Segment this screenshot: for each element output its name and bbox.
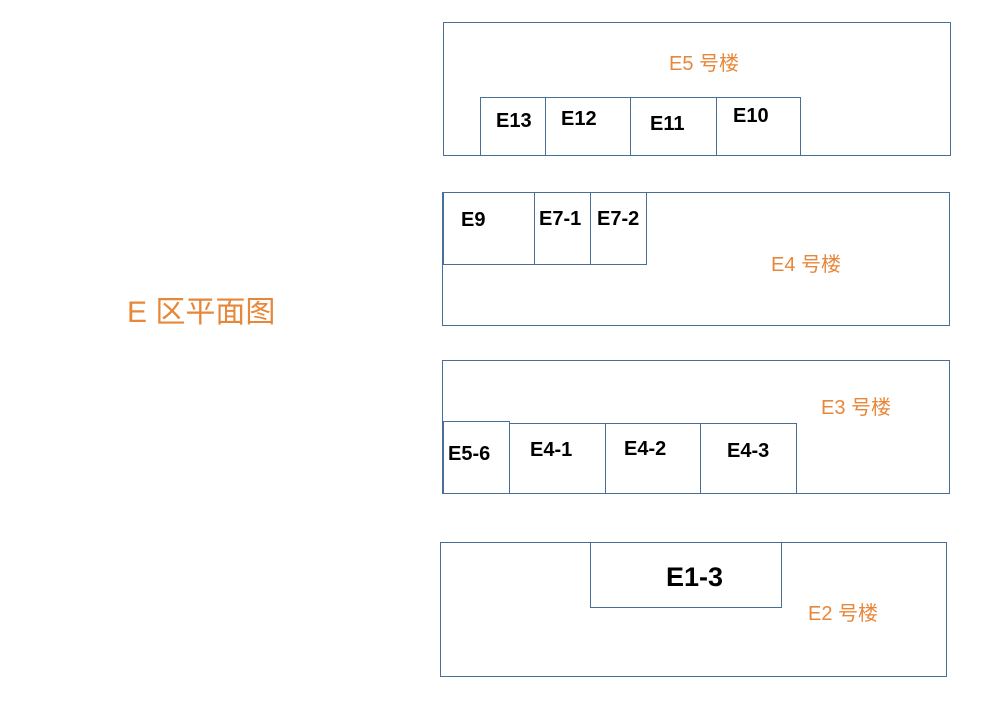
unit-e12-label: E12 bbox=[561, 108, 597, 130]
unit-e7-2-label: E7-2 bbox=[597, 208, 640, 230]
unit-e10-label: E10 bbox=[733, 105, 769, 127]
unit-e11-label: E11 bbox=[650, 113, 685, 135]
unit-e13-label: E13 bbox=[496, 110, 532, 132]
unit-e7-2 bbox=[590, 192, 647, 265]
building-e3-label: E3 号楼 bbox=[821, 397, 892, 419]
building-e4 bbox=[442, 192, 950, 326]
unit-e4-1-label: E4-1 bbox=[530, 439, 573, 461]
unit-e4-3 bbox=[700, 423, 797, 494]
unit-e7-1-label: E7-1 bbox=[539, 208, 582, 230]
unit-e4-2 bbox=[605, 423, 701, 494]
unit-e10 bbox=[716, 97, 801, 156]
unit-e5-6-label: E5-6 bbox=[448, 443, 491, 465]
unit-e12 bbox=[545, 97, 631, 156]
unit-e1-3-label: E1-3 bbox=[666, 562, 724, 592]
building-e5-label: E5 号楼 bbox=[669, 53, 740, 75]
unit-e9 bbox=[443, 192, 535, 265]
page-title: E 区平面图 bbox=[127, 296, 276, 329]
unit-e1-3 bbox=[590, 542, 782, 608]
building-e2-label: E2 号楼 bbox=[808, 603, 879, 625]
unit-e7-1 bbox=[534, 192, 591, 265]
unit-e9-label: E9 bbox=[461, 209, 486, 231]
unit-e4-3-label: E4-3 bbox=[727, 440, 770, 462]
unit-e13 bbox=[480, 97, 546, 156]
unit-e4-2-label: E4-2 bbox=[624, 438, 667, 460]
building-e4-label: E4 号楼 bbox=[771, 254, 842, 276]
